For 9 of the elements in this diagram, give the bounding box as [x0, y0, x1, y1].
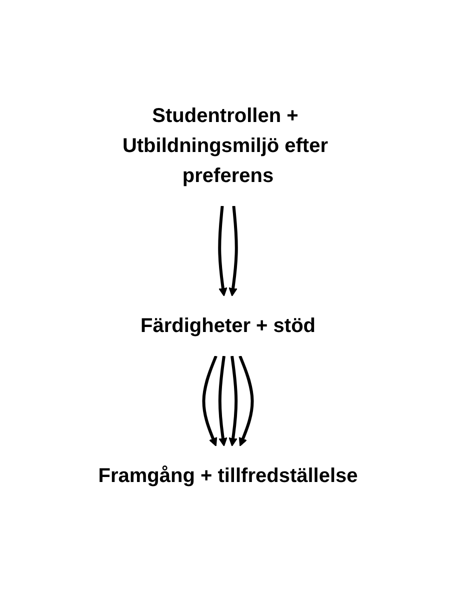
arrow: [228, 356, 238, 446]
arrow: [218, 206, 228, 296]
arrow: [218, 356, 228, 446]
arrow: [202, 355, 218, 446]
node-text: Färdigheter + stöd: [140, 315, 316, 337]
arrow: [228, 206, 238, 296]
arrow: [238, 355, 254, 446]
node-text: Framgång + tillfredställelse: [98, 465, 358, 487]
node-text: Studentrollen + Utbildningsmiljö efter preferens: [122, 105, 328, 187]
